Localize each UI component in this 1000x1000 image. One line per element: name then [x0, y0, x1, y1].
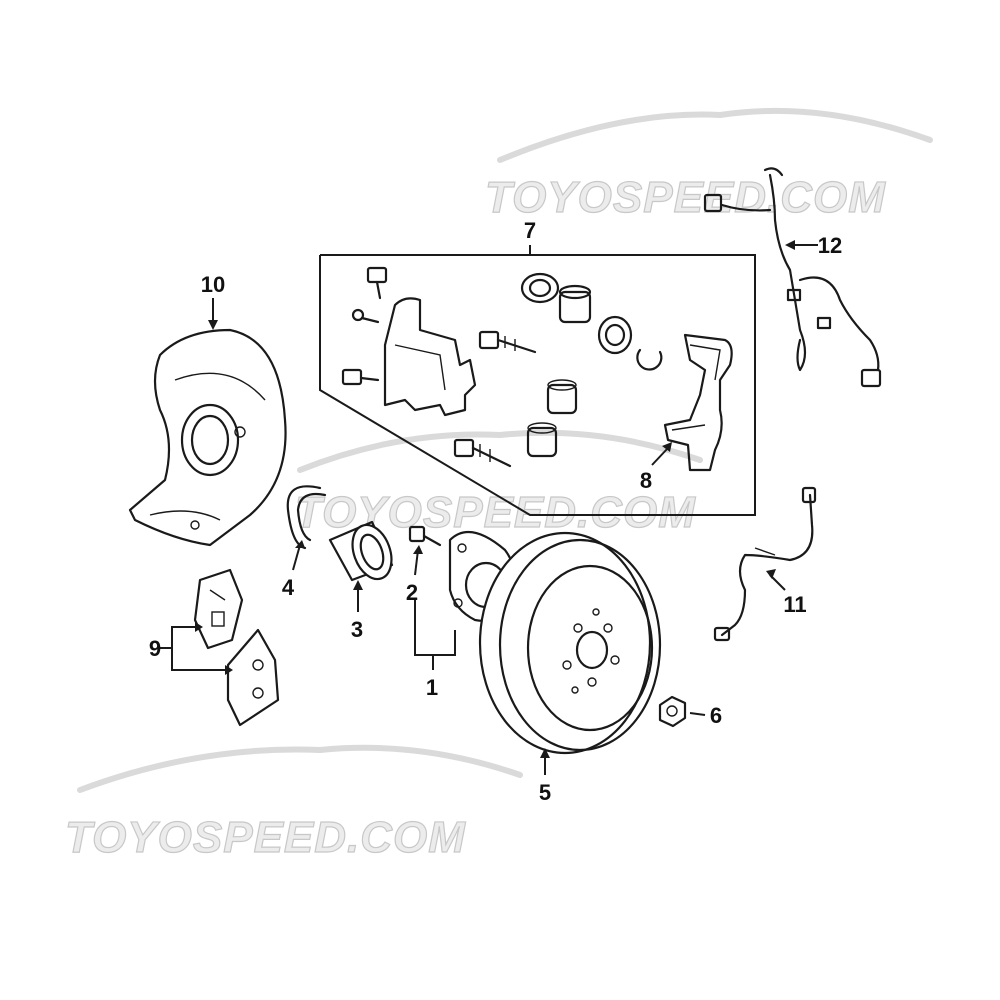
leader-lines — [160, 240, 818, 775]
abs-sensor-harness — [703, 167, 882, 388]
callout-7: 7 — [524, 218, 536, 243]
callout-12: 12 — [818, 233, 842, 258]
callout-1: 1 — [426, 675, 438, 700]
watermark-text-bottom: TOYOSPEED.COM — [65, 813, 466, 862]
guide-pin-upper — [478, 330, 537, 354]
piston-seal — [520, 272, 560, 304]
watermark-car-swoosh — [77, 744, 523, 793]
callout-10: 10 — [201, 272, 225, 297]
hub-bearing — [328, 520, 394, 582]
watermark-middle: TOYOSPEED.COM — [294, 429, 703, 538]
snap-ring — [286, 485, 327, 550]
retaining-ring — [636, 348, 663, 371]
callout-8: 8 — [640, 468, 652, 493]
callout-11: 11 — [783, 592, 806, 617]
bushing-lower — [526, 422, 558, 458]
piston — [558, 284, 592, 324]
caliper-bleeder — [351, 308, 380, 324]
callout-3: 3 — [351, 617, 363, 642]
brake-hose — [713, 486, 817, 642]
hub-bolt — [408, 525, 442, 547]
piston-boot — [597, 315, 633, 355]
callout-2: 2 — [406, 580, 418, 605]
caliper-bolt-lower — [341, 368, 380, 386]
watermark-bottom: TOYOSPEED.COM — [64, 744, 523, 863]
callout-9: 9 — [149, 636, 161, 661]
brake-rotor — [478, 531, 662, 755]
caliper-bracket — [663, 333, 733, 472]
bushing-upper — [546, 379, 578, 415]
callout-4: 4 — [282, 575, 295, 600]
callout-6: 6 — [710, 703, 722, 728]
watermark-text-middle: TOYOSPEED.COM — [295, 488, 696, 537]
brake-pad-inner — [193, 568, 244, 650]
watermark-top: TOYOSPEED.COM — [484, 107, 933, 223]
lug-nut — [658, 695, 687, 728]
watermark-text-top: TOYOSPEED.COM — [485, 173, 886, 222]
dust-shield — [128, 328, 287, 547]
watermark-car-swoosh — [497, 107, 933, 163]
watermark-car-swoosh — [297, 429, 703, 473]
caliper-body — [383, 297, 477, 417]
brake-pad-outer — [226, 628, 280, 727]
callout-5: 5 — [539, 780, 551, 805]
caliper-bolt-small — [366, 266, 388, 300]
guide-pin-lower — [453, 438, 512, 468]
caliper-kit-frame — [319, 254, 756, 516]
